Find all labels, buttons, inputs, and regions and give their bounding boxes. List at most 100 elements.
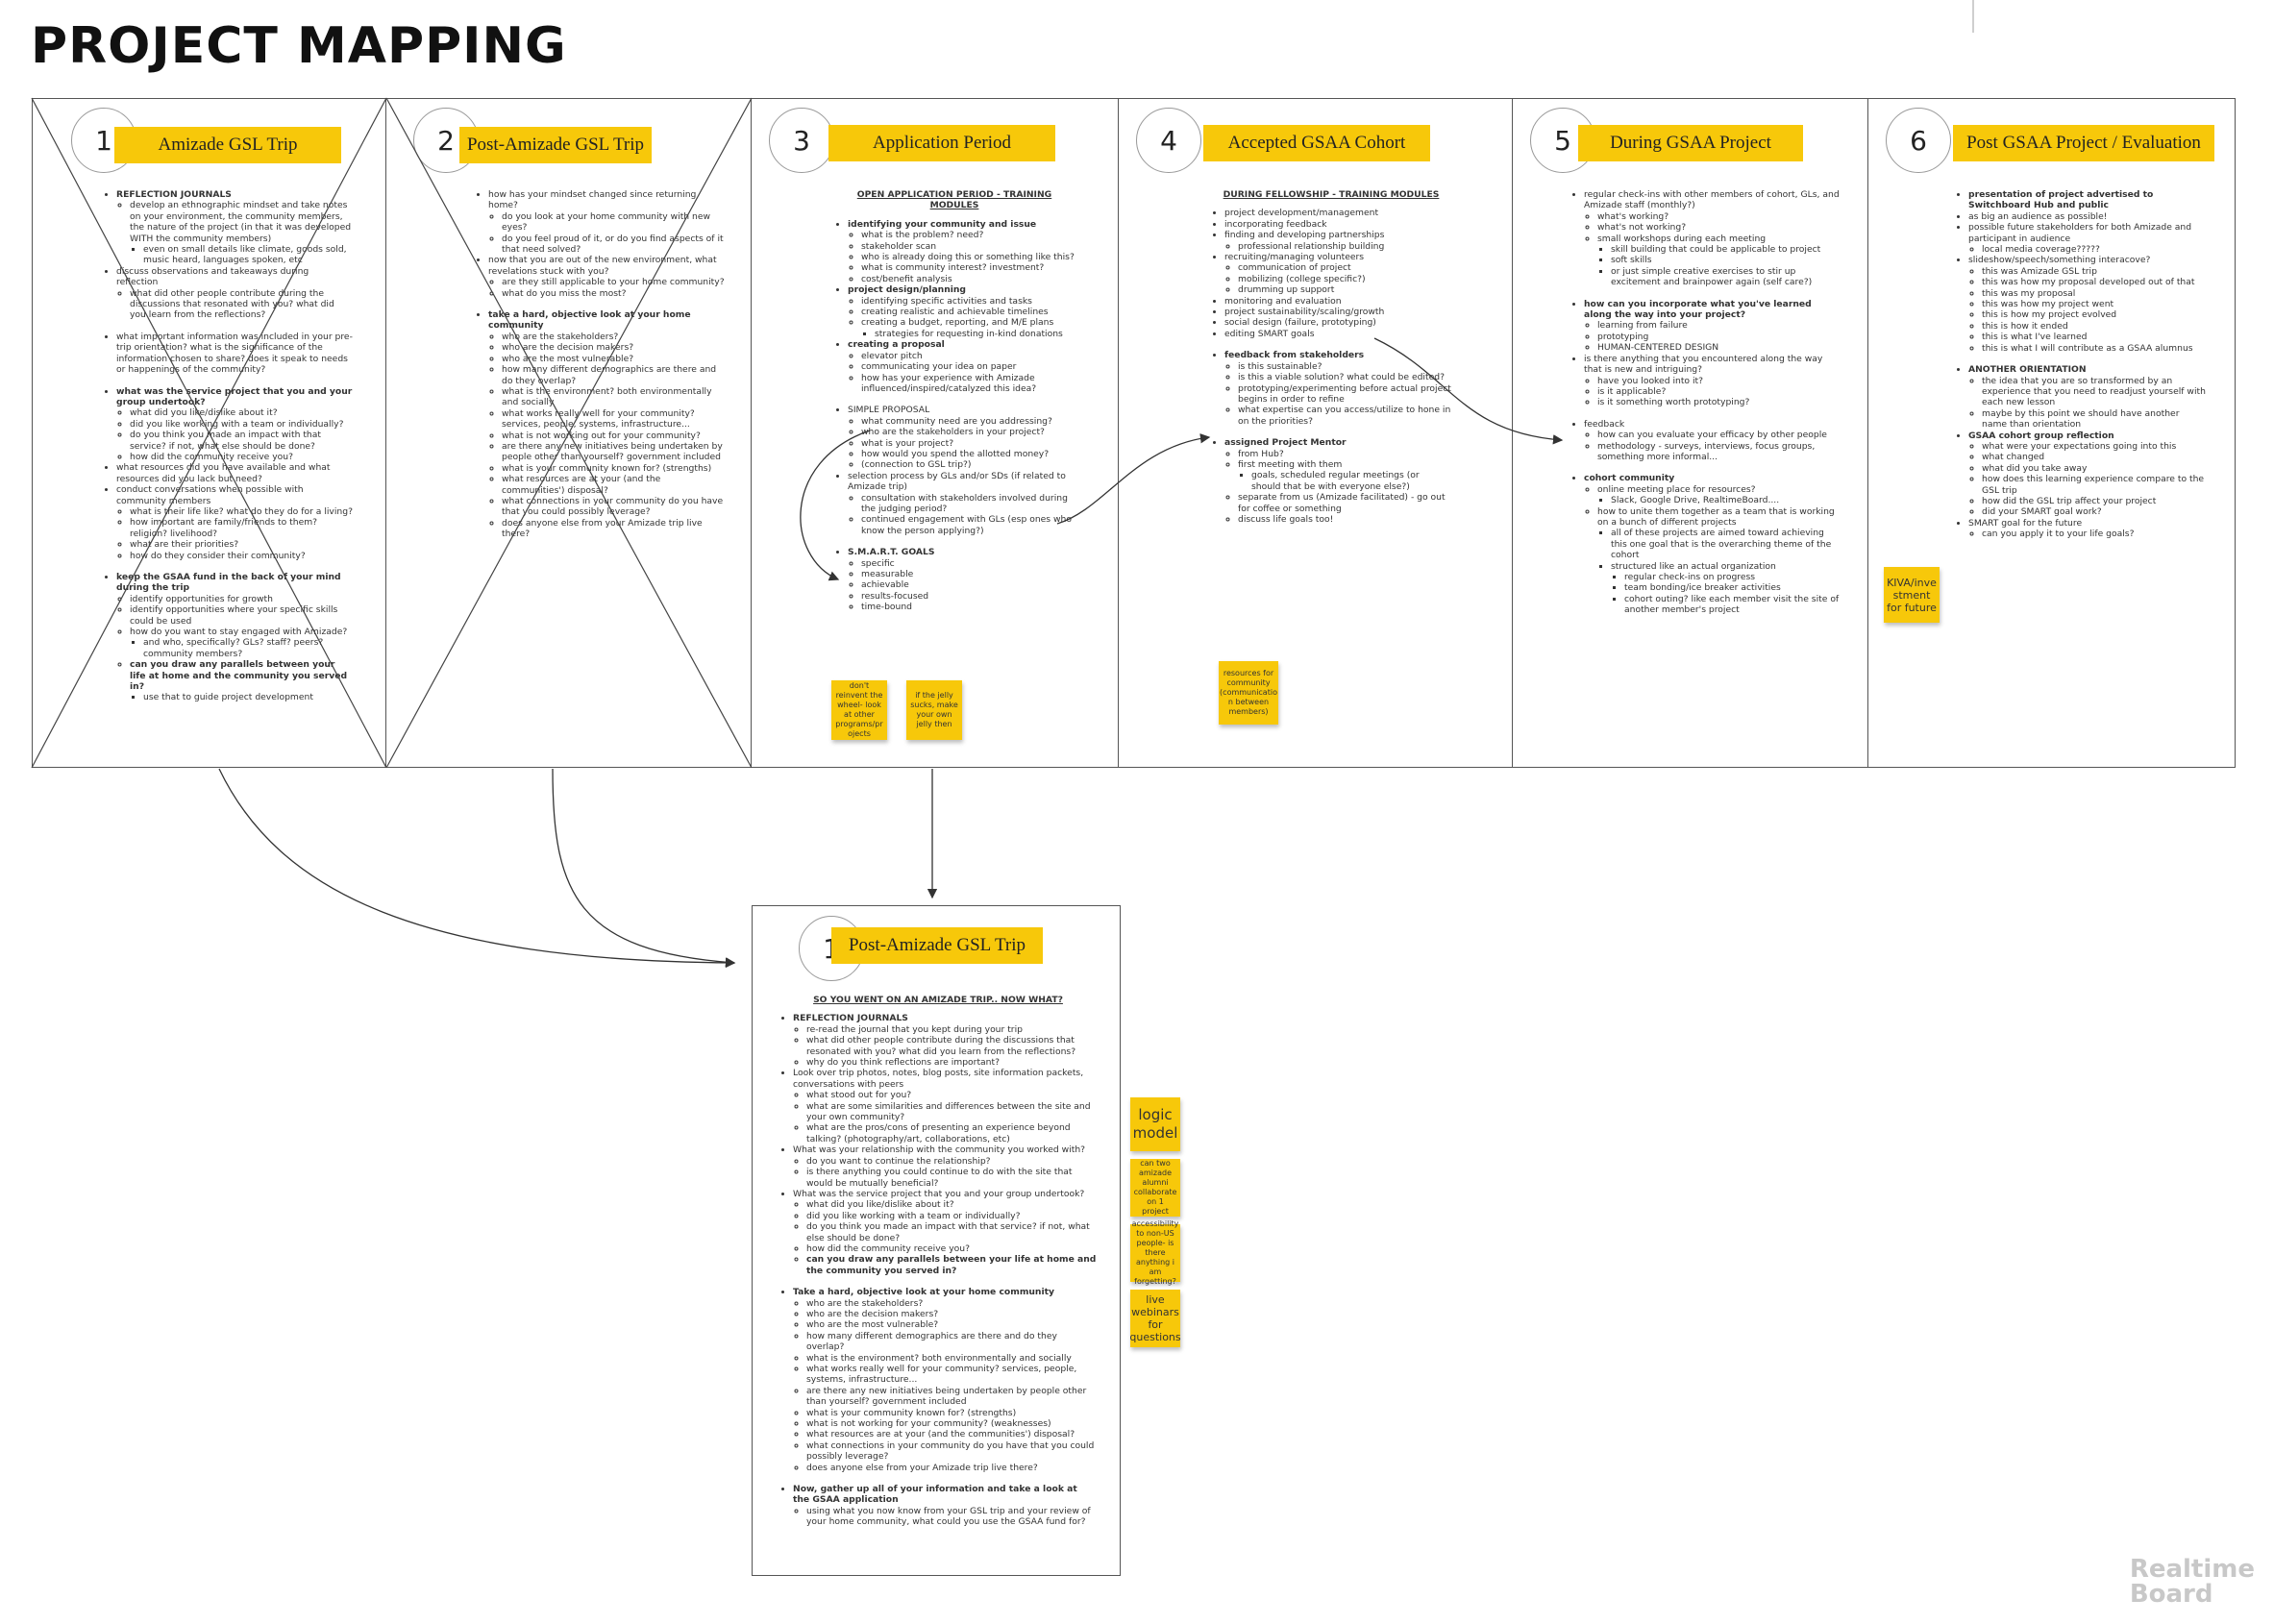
detail-card[interactable]: 1 Post-Amizade GSL Trip SO YOU WENT ON A… <box>752 905 1121 1576</box>
list-item: what's not working? <box>1597 222 1840 233</box>
list-item: do you think you made an impact with tha… <box>806 1221 1097 1243</box>
column-title-tag[interactable]: Post GSAA Project / Evaluation <box>1953 125 2214 161</box>
cross-line <box>31 97 387 769</box>
column-title-tag[interactable]: During GSAA Project <box>1578 125 1803 161</box>
list-item: how to unite them together as a team tha… <box>1597 506 1840 616</box>
page-title: PROJECT MAPPING <box>31 17 567 75</box>
list-item: presentation of project advertised to Sw… <box>1968 189 2207 211</box>
list-item: what works really well for your communit… <box>806 1364 1097 1386</box>
list-item: what connections in your community do yo… <box>502 496 725 518</box>
column-3[interactable]: 3 Application Period OPEN APPLICATION PE… <box>752 98 1119 768</box>
list-item: how can you evaluate your efficacy by ot… <box>1597 430 1840 440</box>
list-item: monitoring and evaluation <box>1224 296 1451 307</box>
column-title-tag[interactable]: Accepted GSAA Cohort <box>1203 125 1430 161</box>
list-item: as big an audience as possible! <box>1968 211 2207 222</box>
sticky-note[interactable]: don't reinvent the wheel- look at other … <box>831 680 887 740</box>
list-item: how would you spend the allotted money? <box>861 449 1075 459</box>
list-item: what did other people contribute during … <box>806 1035 1097 1057</box>
list-item: what did you like/dislike about it? <box>806 1199 1097 1210</box>
list-item: methodology - surveys, interviews, focus… <box>1597 441 1840 463</box>
list-item: are they still applicable to your home c… <box>502 277 725 287</box>
list-item: professional relationship building <box>1238 241 1451 252</box>
list-item: is this a viable solution? what could be… <box>1238 372 1451 382</box>
list-item: prototyping/experimenting before actual … <box>1238 383 1451 406</box>
list-item: how does this learning experience compar… <box>1982 474 2207 496</box>
list-item: feedback from stakeholdersis this sustai… <box>1224 350 1451 427</box>
list-item: achievable <box>861 579 1075 590</box>
list-item: who are the stakeholders? <box>502 332 725 342</box>
board-frame <box>32 98 2236 768</box>
column-title-tag[interactable]: Amizade GSL Trip <box>114 127 341 163</box>
column-title-tag[interactable]: Application Period <box>828 125 1055 161</box>
list-item: S.M.A.R.T. GOALSspecificmeasurableachiev… <box>848 547 1075 612</box>
list-item: develop an ethnographic mindset and take… <box>130 200 353 265</box>
list-item: what works really well for your communit… <box>502 408 725 431</box>
column-1[interactable]: 1 Amizade GSL Trip REFLECTION JOURNALSde… <box>32 98 386 768</box>
column-notes: DURING FELLOWSHIP - TRAINING MODULESproj… <box>1211 189 1451 525</box>
sticky-note[interactable]: logic model <box>1130 1097 1180 1151</box>
list-item: how many different demographics are ther… <box>806 1331 1097 1353</box>
sticky-note[interactable]: if the jelly sucks, make your own jelly … <box>906 680 962 740</box>
list-item: what expertise can you access/utilize to… <box>1238 405 1451 427</box>
sticky-note[interactable]: can two amizade alumni collaborate on 1 … <box>1130 1159 1180 1217</box>
list-item: this is how my project evolved <box>1982 309 2207 320</box>
sticky-note[interactable]: accessibility to non-US people- is there… <box>1130 1219 1180 1286</box>
list-item: what important information was included … <box>116 332 353 376</box>
sticky-note[interactable]: live webinars for questions <box>1129 1290 1181 1347</box>
section-heading: SO YOU WENT ON AN AMIZADE TRIP.. NOW WHA… <box>813 995 1063 1005</box>
list-item: separate from us (Amizade facilitated) -… <box>1238 492 1451 514</box>
list-item: time-bound <box>861 602 1075 612</box>
column-6[interactable]: 6 Post GSAA Project / Evaluation present… <box>1868 98 2236 768</box>
detail-title-tag[interactable]: Post-Amizade GSL Trip <box>831 927 1043 964</box>
list-item: how many different demographics are ther… <box>502 364 725 386</box>
list-item: and who, specifically? GLs? staff? peers… <box>143 637 353 659</box>
list-item: how do they consider their community? <box>130 551 353 561</box>
column-title-tag[interactable]: Post-Amizade GSL Trip <box>459 127 652 163</box>
list-item: selection process by GLs and/or SDs (if … <box>848 471 1075 536</box>
logo-line: Board <box>2129 1580 2213 1609</box>
flow-arrow <box>218 768 736 969</box>
column-5[interactable]: 5 During GSAA Project regular check-ins … <box>1513 98 1868 768</box>
list-item: creating a proposalelevator pitchcommuni… <box>848 339 1075 394</box>
flow-arrow <box>1056 433 1211 525</box>
list-item: this was how my project went <box>1982 299 2207 309</box>
sticky-note[interactable]: resources for community (communicatio n … <box>1219 661 1278 725</box>
list-item: identify opportunities where your specif… <box>130 604 353 627</box>
list-item: drumming up support <box>1238 284 1451 295</box>
list-item: who are the stakeholders? <box>806 1298 1097 1309</box>
list-item: is this sustainable? <box>1238 361 1451 372</box>
list-item: (connection to GSL trip?) <box>861 459 1075 470</box>
list-item: who are the stakeholders in your project… <box>861 427 1075 437</box>
column-divider <box>1117 98 1119 768</box>
list-item: does anyone else from your Amizade trip … <box>502 518 725 540</box>
list-item: What was your relationship with the comm… <box>793 1144 1097 1189</box>
list-item: what connections in your community do yo… <box>806 1440 1097 1463</box>
list-item: slideshow/speech/something interacove?th… <box>1968 255 2207 354</box>
list-item: how has your mindset changed since retur… <box>488 189 725 255</box>
list-item: what stood out for you? <box>806 1090 1097 1100</box>
flow-arrow <box>800 430 871 581</box>
flow-arrow <box>1373 337 1564 445</box>
list-item: what is community interest? investment? <box>861 262 1075 273</box>
column-divider <box>750 98 752 768</box>
list-item: what community need are you addressing? <box>861 416 1075 427</box>
list-item: now that you are out of the new environm… <box>488 255 725 299</box>
list-item: can you apply it to your life goals? <box>1982 529 2207 539</box>
list-item: finding and developing partnershipsprofe… <box>1224 230 1451 252</box>
list-item: re-read the journal that you kept during… <box>806 1024 1097 1035</box>
list-item: what is your community known for? (stren… <box>502 463 725 474</box>
list-item: who is already doing this or something l… <box>861 252 1075 262</box>
list-item: regular check-ins on progress <box>1624 572 1840 582</box>
column-notes: regular check-ins with other members of … <box>1570 189 1840 616</box>
list-item: what was the service project that you an… <box>116 386 353 463</box>
list-item: do you look at your home community with … <box>502 211 725 234</box>
column-2[interactable]: 2 Post-Amizade GSL Trip how has your min… <box>386 98 752 768</box>
sticky-note[interactable]: KIVA/inve stment for future <box>1884 567 1940 623</box>
column-divider <box>384 98 386 768</box>
list-item: what's working? <box>1597 211 1840 222</box>
list-item: the idea that you are so transformed by … <box>1982 376 2207 408</box>
list-item: how do you want to stay engaged with Ami… <box>130 627 353 659</box>
list-item: communication of project <box>1238 262 1451 273</box>
column-4[interactable]: 4 Accepted GSAA Cohort DURING FELLOWSHIP… <box>1119 98 1513 768</box>
